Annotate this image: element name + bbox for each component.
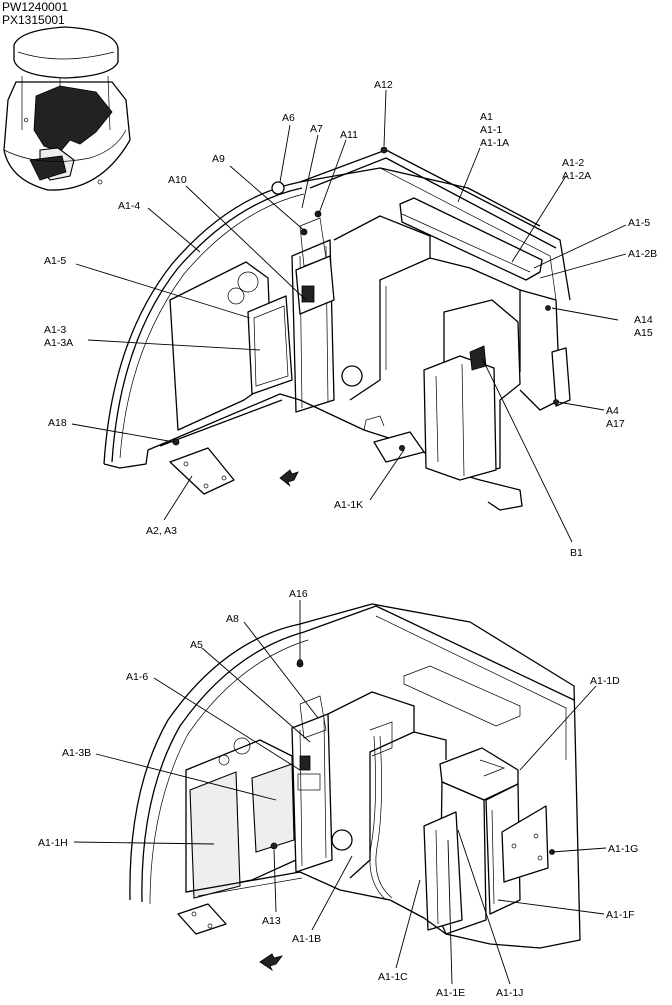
callout-a1-1d: A1-1D: [590, 675, 620, 687]
callout-a1-1a: A1-1A: [480, 137, 509, 149]
callout-a1-1c: A1-1C: [378, 971, 408, 983]
callout-a16: A16: [289, 588, 308, 600]
callout-a1-3: A1-3: [44, 324, 66, 336]
callout-a1-1k: A1-1K: [334, 499, 363, 511]
callout-a5: A5: [190, 639, 203, 651]
callout-a8: A8: [226, 613, 239, 625]
callout-a1-5-right: A1-5: [628, 217, 650, 229]
header-code-2: PX1315001: [2, 13, 65, 27]
upper-leader-lines: [71, 89, 627, 543]
callout-a4: A4: [606, 405, 619, 417]
callout-a1-3a: A1-3A: [44, 337, 73, 349]
callout-a1-1h: A1-1H: [38, 837, 68, 849]
callout-a6: A6: [282, 112, 295, 124]
callout-a1-1j: A1-1J: [496, 987, 523, 999]
callout-a1-5-left: A1-5: [44, 255, 66, 267]
callout-a1-2: A1-2: [562, 157, 584, 169]
callout-a14: A14: [634, 314, 653, 326]
lower-assembly-drawing: [129, 603, 581, 972]
callout-a15: A15: [634, 327, 653, 339]
callout-a13: A13: [262, 915, 281, 927]
callout-a9: A9: [212, 153, 225, 165]
lower-leader-lines: [73, 600, 607, 985]
callout-a1-1g: A1-1G: [608, 843, 638, 855]
callout-a1-2b: A1-2B: [628, 248, 657, 260]
callout-a2-a3: A2, A3: [146, 525, 177, 537]
callout-a1: A1: [480, 111, 493, 123]
callout-a12: A12: [374, 79, 393, 91]
upper-callout-labels: A1 A1-1 A1-1A A1-2 A1-2A A1-5 A1-2B A14 …: [44, 79, 657, 559]
callout-a10: A10: [168, 174, 187, 186]
callout-a7: A7: [310, 123, 323, 135]
callout-a18: A18: [48, 417, 67, 429]
callout-a1-3b: A1-3B: [62, 747, 91, 759]
callout-a1-1b: A1-1B: [292, 933, 321, 945]
callout-a11: A11: [340, 129, 358, 141]
callout-a1-1: A1-1: [480, 124, 502, 136]
header-code-1: PW1240001: [2, 0, 68, 14]
callout-a1-1e: A1-1E: [436, 987, 465, 999]
callout-a1-6: A1-6: [126, 671, 148, 683]
callout-a1-2a: A1-2A: [562, 170, 591, 182]
callout-a17: A17: [606, 418, 625, 430]
lower-callout-labels: A16 A8 A5 A1-6 A1-3B A1-1H A13 A1-1B A1-…: [38, 588, 638, 999]
key-map-thumbnail: [3, 26, 131, 191]
upper-assembly-drawing: [103, 146, 571, 511]
callout-a1-1f: A1-1F: [606, 909, 635, 921]
callout-a1-4: A1-4: [118, 200, 140, 212]
callout-b1: B1: [570, 547, 583, 559]
